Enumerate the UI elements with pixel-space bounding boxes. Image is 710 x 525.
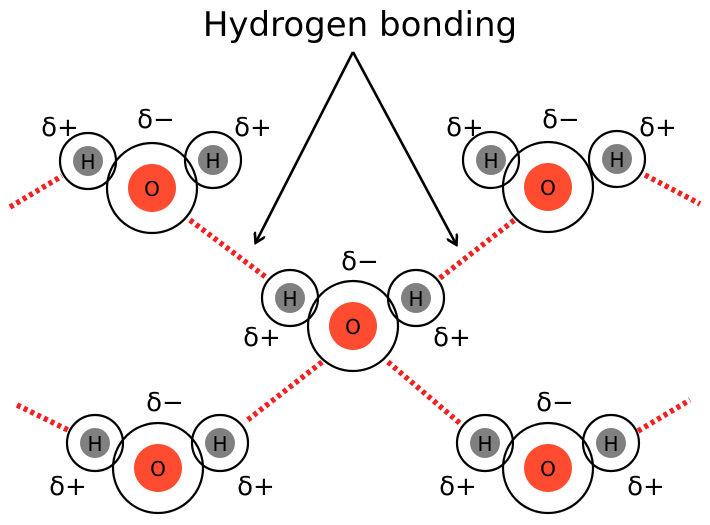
- oxygen-shell: [501, 140, 595, 234]
- hydrogen-label: H: [212, 432, 227, 456]
- hydrogen-atom: [198, 145, 228, 175]
- hydrogen-label: H: [80, 150, 95, 174]
- oxygen-shell: [501, 421, 595, 515]
- hydrogen-label: H: [609, 148, 624, 172]
- hydrogen-bond: [8, 173, 64, 210]
- hydrogen-shell: [587, 129, 647, 189]
- hydrogen-shell: [260, 268, 320, 328]
- hydrogen-shell: [190, 413, 250, 473]
- hydrogen-label: H: [408, 287, 423, 311]
- partial-negative-charge: δ−: [542, 105, 580, 135]
- water-molecule: O H Hδ− δ+ δ+: [243, 247, 471, 373]
- pointer-arrows: [256, 51, 456, 244]
- hydrogen-label: H: [282, 287, 297, 311]
- hydrogen-label: H: [205, 149, 220, 173]
- hydrogen-shell: [455, 413, 515, 473]
- hydrogen-bond: [15, 402, 72, 434]
- hydrogen-atom: [275, 283, 305, 313]
- oxygen-shell: [306, 279, 400, 373]
- partial-negative-charge: δ−: [536, 388, 574, 418]
- hydrogen-atom: [205, 428, 235, 458]
- partial-positive-charge: δ+: [41, 113, 79, 143]
- partial-positive-charge: δ+: [639, 113, 677, 143]
- oxygen-label: O: [345, 315, 361, 339]
- diagram-title: Hydrogen bonding: [203, 5, 517, 45]
- partial-positive-charge: δ+: [433, 323, 471, 353]
- oxygen-atom: [128, 164, 176, 212]
- partial-positive-charge: δ+: [237, 472, 275, 502]
- hydrogen-atom: [602, 144, 632, 174]
- hydrogen-bond: [386, 359, 464, 428]
- water-molecule: O H Hδ− δ+ δ+: [49, 388, 275, 515]
- oxygen-label: O: [150, 457, 166, 481]
- hydrogen-label: H: [87, 432, 102, 456]
- hydrogen-shell: [581, 413, 641, 473]
- oxygen-label: O: [540, 457, 556, 481]
- hydrogen-atom: [596, 428, 626, 458]
- hydrogen-atom: [401, 283, 431, 313]
- oxygen-atom: [524, 444, 572, 492]
- partial-positive-charge: δ+: [243, 323, 281, 353]
- partial-positive-charge: δ+: [49, 472, 87, 502]
- oxygen-shell: [111, 421, 205, 515]
- oxygen-atom: [524, 163, 572, 211]
- hydrogen-atom: [73, 146, 103, 176]
- hydrogen-bonds: [8, 172, 702, 434]
- oxygen-label: O: [144, 177, 160, 201]
- arrow-left: [256, 51, 355, 242]
- hydrogen-bond: [243, 359, 324, 425]
- hydrogen-shell: [386, 268, 446, 328]
- partial-positive-charge: δ+: [446, 113, 484, 143]
- oxygen-label: O: [540, 176, 556, 200]
- water-molecule: O H Hδ− δ+ δ+: [446, 105, 677, 234]
- hydrogen-label: H: [603, 432, 618, 456]
- hydrogen-atom: [470, 428, 500, 458]
- hydrogen-atom: [476, 145, 506, 175]
- partial-negative-charge: δ−: [341, 247, 379, 277]
- partial-positive-charge: δ+: [627, 472, 665, 502]
- hydrogen-label: H: [477, 432, 492, 456]
- partial-positive-charge: δ+: [234, 113, 272, 143]
- hydrogen-bond: [643, 172, 702, 207]
- partial-negative-charge: δ−: [146, 388, 184, 418]
- hydrogen-label: H: [483, 149, 498, 173]
- partial-negative-charge: δ−: [137, 105, 175, 135]
- hydrogen-bond: [188, 217, 269, 281]
- partial-positive-charge: δ+: [439, 472, 477, 502]
- hydrogen-shell: [58, 131, 118, 191]
- water-molecule: O H Hδ− δ+ δ+: [41, 105, 272, 235]
- hydrogen-shell: [461, 130, 521, 190]
- hydrogen-bond: [636, 397, 692, 434]
- arrow-right: [351, 51, 456, 244]
- hydrogen-shell: [183, 130, 243, 190]
- water-molecule: O H Hδ− δ+ δ+: [439, 388, 665, 515]
- hydrogen-atom: [80, 428, 110, 458]
- oxygen-atom: [329, 302, 377, 350]
- oxygen-atom: [134, 444, 182, 492]
- hydrogen-bond: [438, 215, 519, 281]
- hydrogen-shell: [65, 413, 125, 473]
- oxygen-shell: [105, 141, 199, 235]
